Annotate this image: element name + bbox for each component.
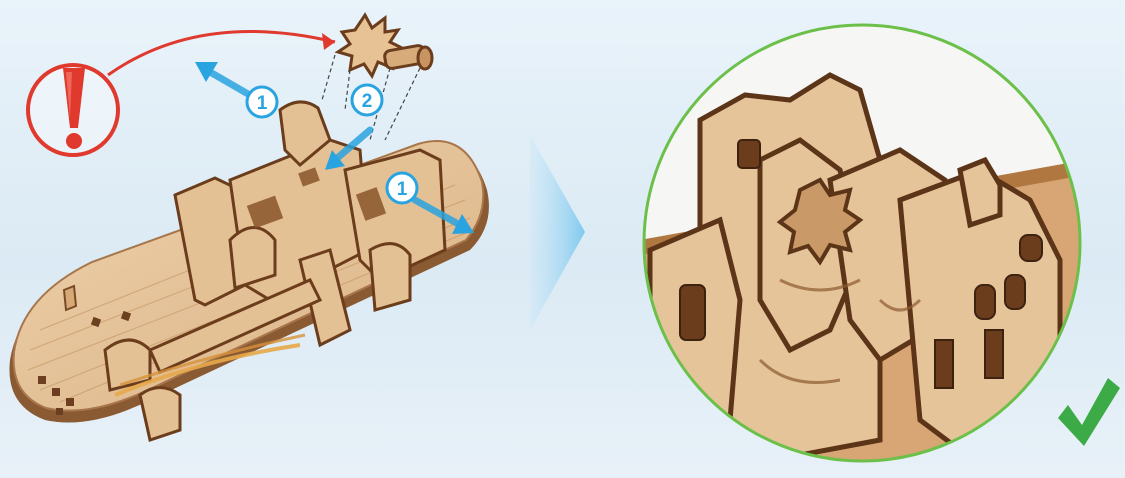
svg-text:1: 1 (257, 93, 268, 114)
warning-exclamation-icon (28, 65, 118, 155)
loose-gear-part (338, 15, 432, 76)
step-marker-2: 2 (352, 85, 382, 115)
checkmark-icon (1058, 378, 1120, 446)
warning-arrow (108, 31, 335, 75)
zoom-detail (640, 20, 1090, 470)
svg-text:2: 2 (362, 91, 373, 112)
step-marker-1-side: 1 (387, 173, 417, 203)
svg-text:1: 1 (397, 179, 408, 200)
step-marker-1-top: 1 (247, 87, 277, 117)
next-step-chevron-icon (530, 135, 585, 330)
